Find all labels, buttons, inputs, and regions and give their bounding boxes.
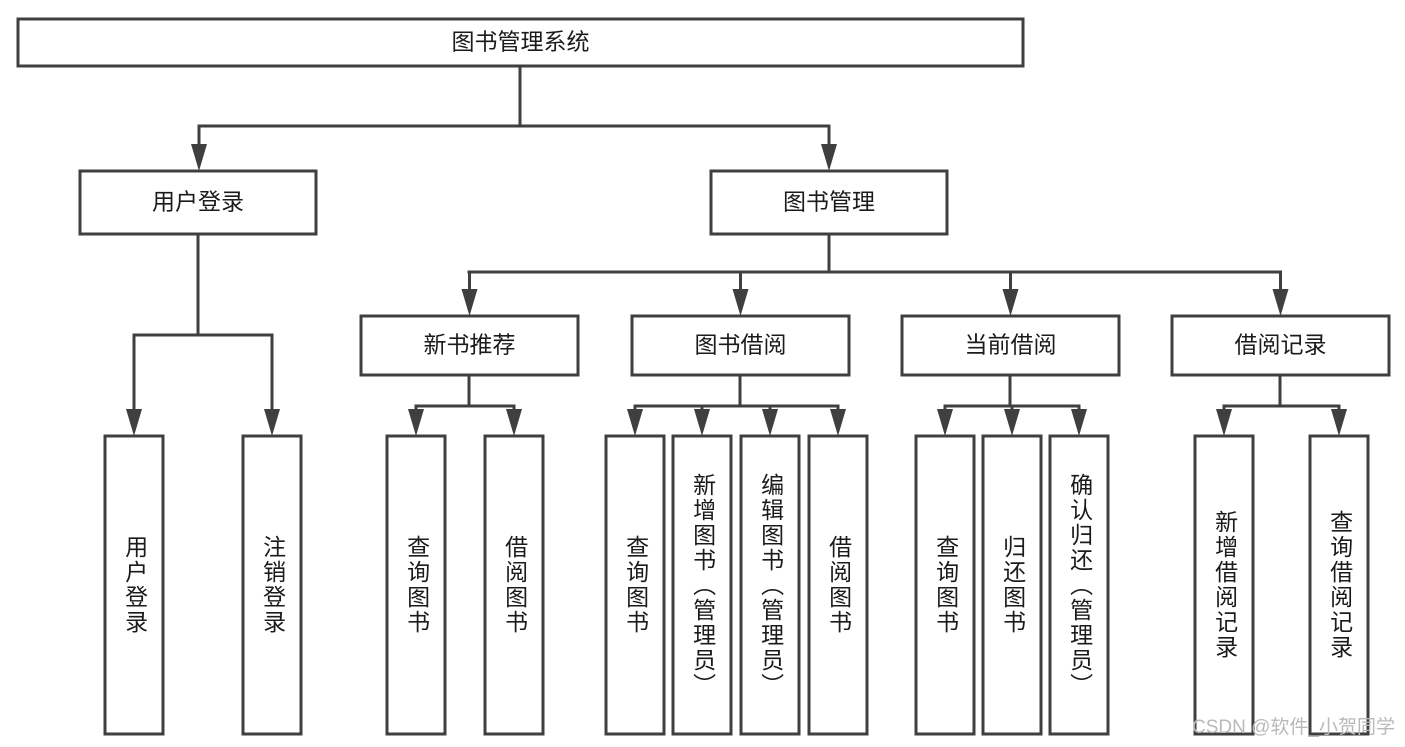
- arrow-to-book-borrow: [732, 270, 749, 316]
- arrow-to-new-book-borrow: [506, 404, 522, 436]
- connector-borrow-record-bar: [1222, 373, 1341, 408]
- node-box-current-query[interactable]: [914, 434, 976, 736]
- node-user-login[interactable]: 用户登录: [78, 169, 318, 236]
- csdn-watermark: CSDN @软件_小贺同学: [1192, 717, 1395, 738]
- node-book-borrow[interactable]: 图书借阅: [630, 314, 851, 377]
- connector-book-manage-bar: [467, 232, 1282, 274]
- arrow-to-current-query: [937, 404, 953, 436]
- node-root[interactable]: 图书管理系统: [16, 17, 1025, 68]
- arrow-to-current-return: [1004, 404, 1020, 436]
- node-current-query[interactable]: [914, 434, 976, 736]
- node-user-login-login[interactable]: [103, 434, 165, 736]
- node-borrow-query[interactable]: [604, 434, 666, 736]
- arrow-to-new-book-recommend: [461, 270, 478, 316]
- node-label-new-book-recommend: 新书推荐: [424, 332, 516, 358]
- connector-root-bar: [197, 64, 831, 128]
- node-label-user-login: 用户登录: [152, 189, 244, 215]
- node-new-book-query[interactable]: [385, 434, 447, 736]
- node-box-new-book-recommend[interactable]: [359, 314, 580, 377]
- arrow-to-borrow-record: [1272, 270, 1289, 316]
- node-box-root[interactable]: [16, 17, 1025, 68]
- arrow-to-new-book-query: [408, 404, 424, 436]
- arrow-to-borrow-query: [627, 404, 643, 436]
- node-label-root: 图书管理系统: [452, 29, 590, 55]
- arrow-to-current-confirm-return: [1071, 404, 1087, 436]
- connector-new-book-bar: [414, 373, 516, 408]
- node-box-record-query[interactable]: [1308, 434, 1370, 736]
- node-new-book-recommend[interactable]: 新书推荐: [359, 314, 580, 377]
- arrow-to-user-login: [191, 124, 207, 171]
- node-borrow-record[interactable]: 借阅记录: [1170, 314, 1391, 377]
- node-box-user-login-logout[interactable]: [241, 434, 303, 736]
- node-box-new-book-query[interactable]: [385, 434, 447, 736]
- node-box-borrow-query[interactable]: [604, 434, 666, 736]
- node-box-new-book-borrow[interactable]: [483, 434, 545, 736]
- connector-current-borrow-bar: [943, 373, 1081, 408]
- node-label-book-manage: 图书管理: [783, 189, 875, 215]
- node-box-book-manage[interactable]: [709, 169, 949, 236]
- connector-user-login-bar: [132, 232, 274, 337]
- arrow-to-record-add: [1216, 404, 1232, 436]
- node-box-current-return[interactable]: [981, 434, 1043, 736]
- node-box-borrow-add[interactable]: [671, 434, 733, 736]
- node-box-record-add[interactable]: [1193, 434, 1255, 736]
- node-borrow-edit[interactable]: [739, 434, 801, 736]
- node-new-book-borrow[interactable]: [483, 434, 545, 736]
- node-box-book-borrow[interactable]: [630, 314, 851, 377]
- node-current-borrow[interactable]: 当前借阅: [900, 314, 1121, 377]
- arrow-to-user-login-login: [126, 333, 142, 436]
- node-record-add[interactable]: [1193, 434, 1255, 736]
- node-current-confirm-return[interactable]: [1048, 434, 1110, 736]
- connector-book-borrow-bar: [633, 373, 840, 408]
- node-record-query[interactable]: [1308, 434, 1370, 736]
- arrow-to-borrow-lend: [830, 404, 846, 436]
- node-book-manage[interactable]: 图书管理: [709, 169, 949, 236]
- node-user-login-logout[interactable]: [241, 434, 303, 736]
- node-label-current-borrow: 当前借阅: [965, 332, 1057, 358]
- arrow-to-borrow-edit: [762, 404, 778, 436]
- node-box-current-confirm-return[interactable]: [1048, 434, 1110, 736]
- arrow-to-book-manage: [821, 124, 837, 171]
- node-box-current-borrow[interactable]: [900, 314, 1121, 377]
- node-box-borrow-edit[interactable]: [739, 434, 801, 736]
- arrow-to-current-borrow: [1002, 270, 1019, 316]
- node-box-borrow-record[interactable]: [1170, 314, 1391, 377]
- arrow-to-user-login-logout: [264, 333, 280, 436]
- node-current-return[interactable]: [981, 434, 1043, 736]
- node-box-user-login[interactable]: [78, 169, 318, 236]
- node-borrow-add[interactable]: [671, 434, 733, 736]
- node-label-borrow-record: 借阅记录: [1235, 332, 1327, 358]
- node-box-user-login-login[interactable]: [103, 434, 165, 736]
- node-label-book-borrow: 图书借阅: [695, 332, 787, 358]
- node-borrow-lend[interactable]: [807, 434, 869, 736]
- arrow-to-borrow-add: [694, 404, 710, 436]
- arrow-to-record-query: [1331, 404, 1347, 436]
- node-box-borrow-lend[interactable]: [807, 434, 869, 736]
